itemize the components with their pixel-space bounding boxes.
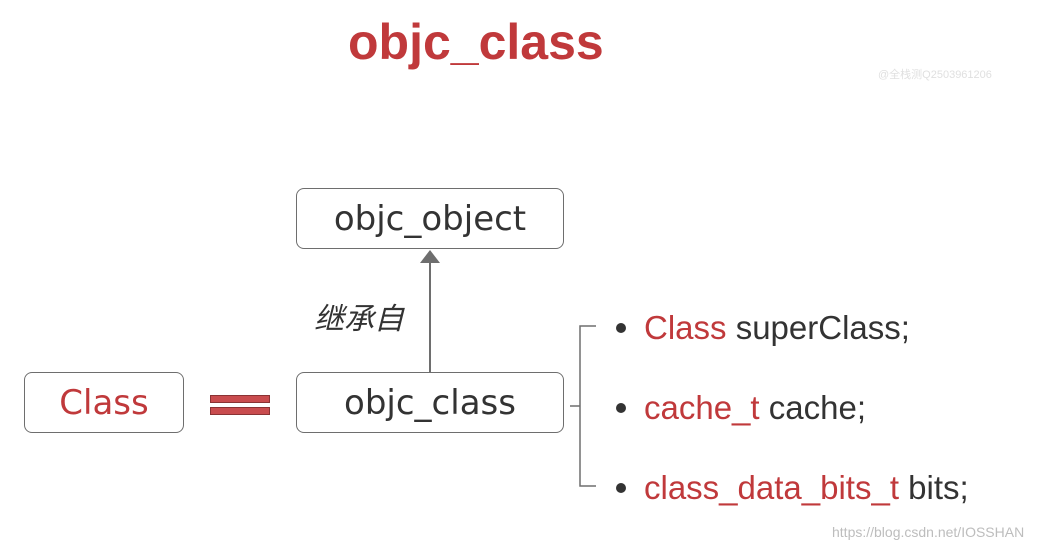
member-type: Class bbox=[644, 309, 727, 346]
inheritance-arrow-head bbox=[420, 250, 440, 263]
members-brace-icon bbox=[570, 325, 596, 487]
bullet-icon bbox=[616, 403, 626, 413]
member-type: cache_t bbox=[644, 389, 760, 426]
member-type: class_data_bits_t bbox=[644, 469, 899, 506]
member-cache: cache_t cache; bbox=[616, 388, 866, 428]
class-alias-node: Class bbox=[24, 372, 184, 433]
equals-sign-top-bar bbox=[210, 395, 270, 403]
bullet-icon bbox=[616, 483, 626, 493]
inheritance-arrow-line bbox=[429, 258, 431, 372]
equals-sign-bottom-bar bbox=[210, 407, 270, 415]
objc-object-node: objc_object bbox=[296, 188, 564, 249]
watermark-top: @全栈测Q2503961206 bbox=[878, 69, 992, 81]
member-name: superClass; bbox=[726, 309, 910, 346]
objc-class-node: objc_class bbox=[296, 372, 564, 433]
member-superclass: Class superClass; bbox=[616, 308, 910, 348]
member-bits: class_data_bits_t bits; bbox=[616, 468, 969, 508]
member-name: bits; bbox=[899, 469, 969, 506]
watermark-bottom: https://blog.csdn.net/IOSSHAN bbox=[832, 524, 1025, 540]
inheritance-label: 继承自 bbox=[314, 302, 404, 337]
objc-object-label: objc_object bbox=[333, 198, 527, 239]
class-alias-label: Class bbox=[59, 382, 149, 423]
bullet-icon bbox=[616, 323, 626, 333]
objc-class-label: objc_class bbox=[344, 382, 516, 423]
diagram-title: objc_class bbox=[348, 14, 604, 70]
member-name: cache; bbox=[759, 389, 866, 426]
